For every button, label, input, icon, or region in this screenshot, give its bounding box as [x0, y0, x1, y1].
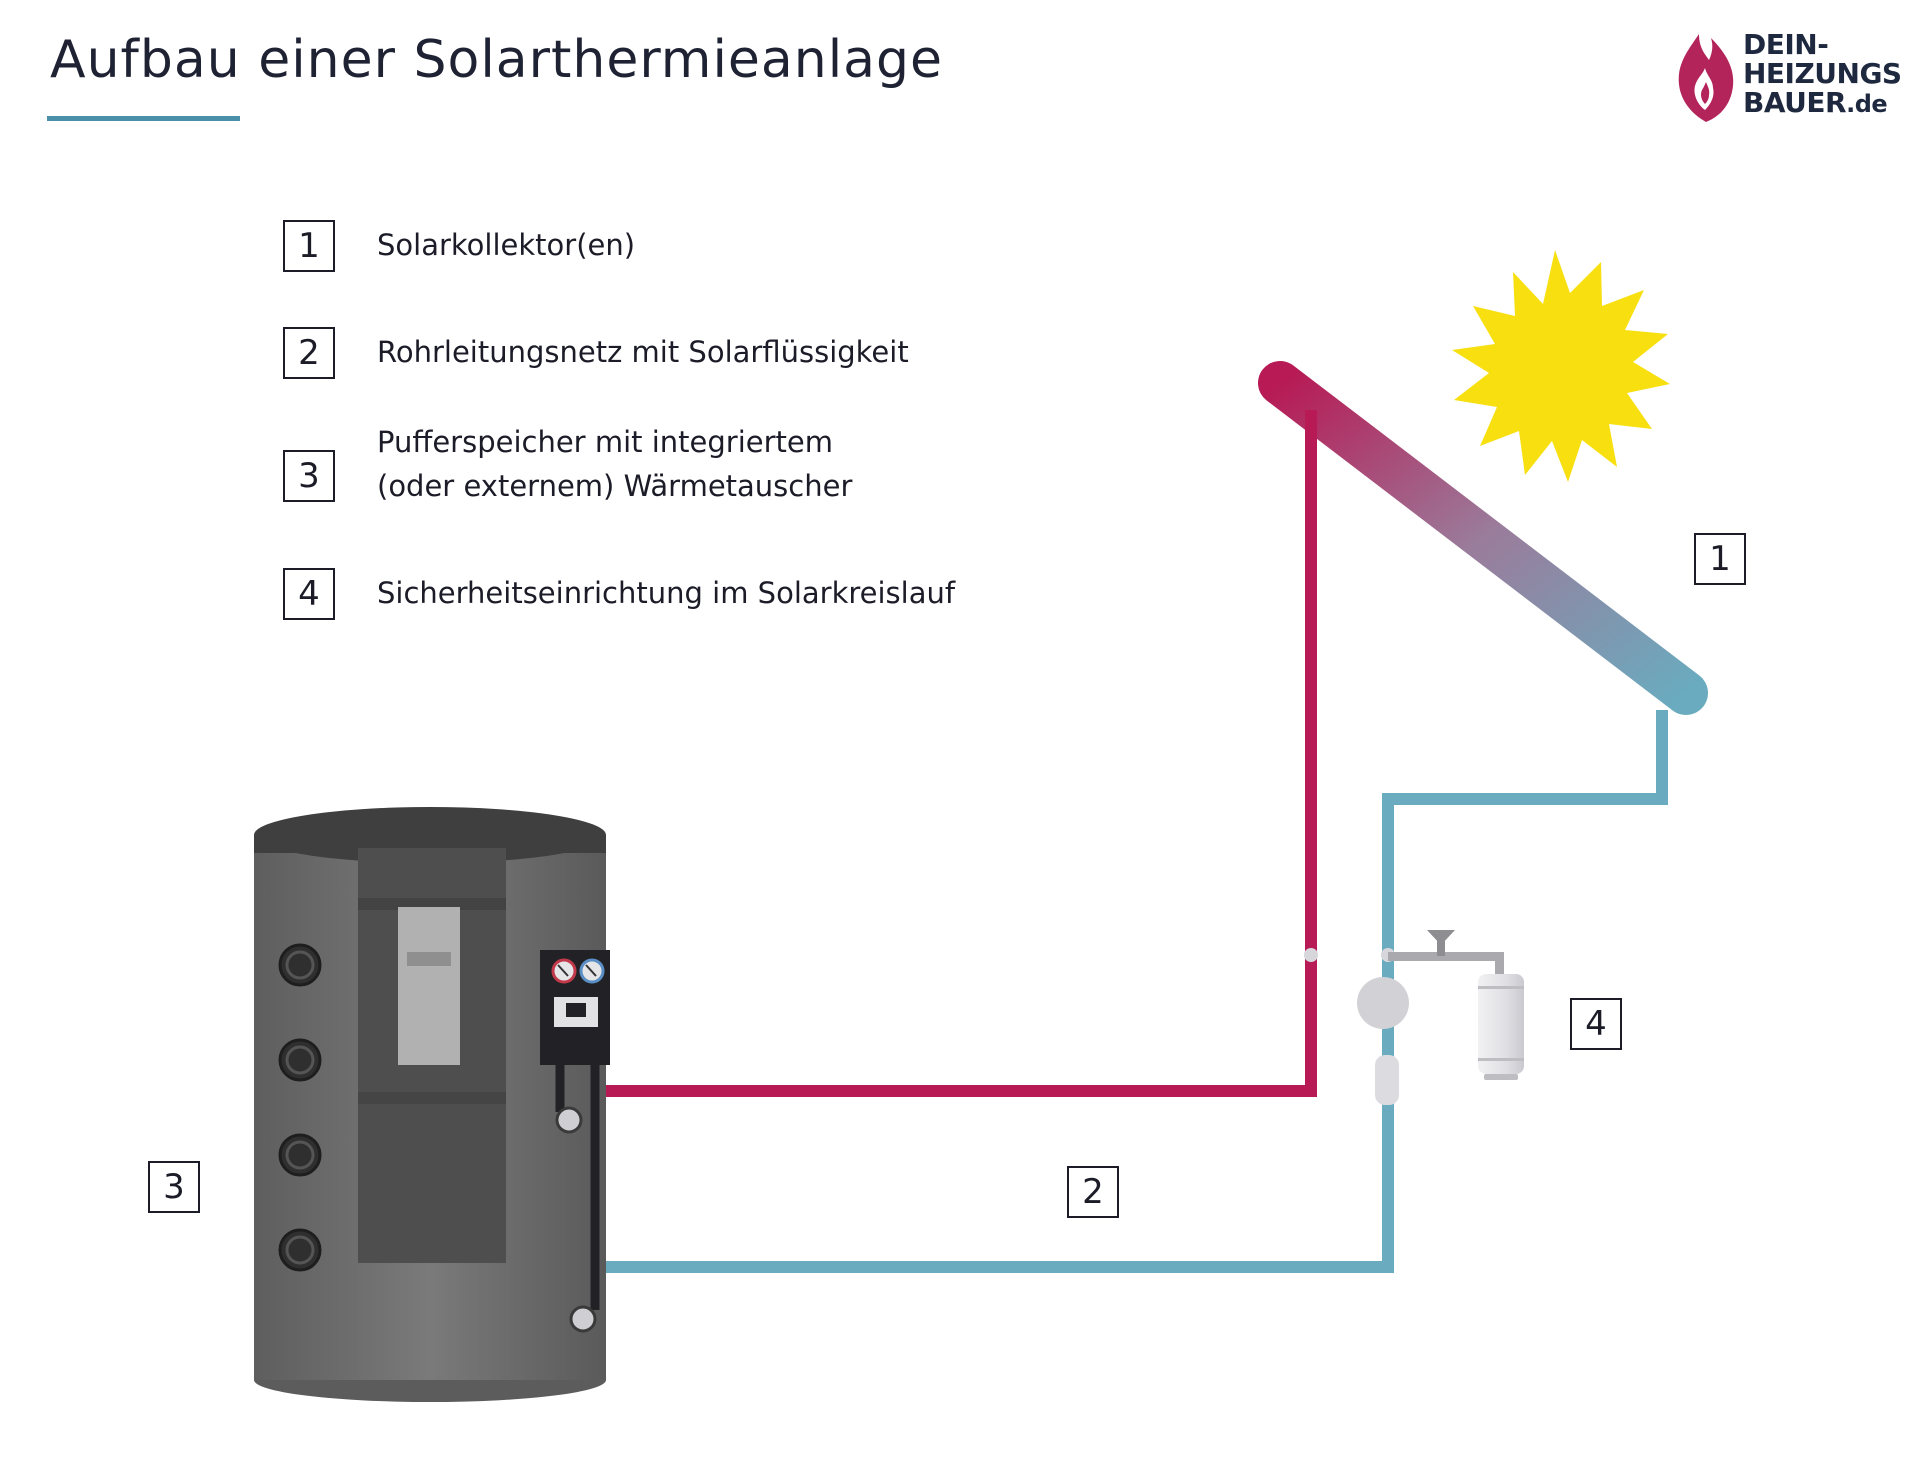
label-collector: 1: [1694, 533, 1746, 585]
legend-label-3-line-2: (oder externem) Wärmetauscher: [377, 469, 853, 503]
legend-label-4: Sicherheitseinrichtung im Solarkreislauf: [377, 571, 955, 615]
pressure-gauge-icon: [1357, 977, 1409, 1029]
legend-label-3-line-1: Pufferspeicher mit integriertem: [377, 425, 833, 459]
logo-line-1: DEIN-: [1743, 28, 1829, 61]
legend-number-2: 2: [283, 327, 335, 379]
legend-label-2-line-1: Rohrleitungsnetz mit Solarflüssigkeit: [377, 335, 909, 369]
legend-label-4-line-1: Sicherheitseinrichtung im Solarkreislauf: [377, 576, 956, 610]
label-safety: 4: [1570, 998, 1622, 1050]
flame-logo-icon: [1678, 34, 1734, 122]
logo-tld: .de: [1846, 90, 1888, 118]
solar-pump-station: [540, 950, 610, 1333]
legend-number-3: 3: [283, 450, 335, 502]
safety-device: [1357, 930, 1524, 1105]
brand-logo: DEIN- HEIZUNGS BAUER.de: [1675, 30, 1902, 125]
legend-label-1-line-1: Solarkollektor(en): [377, 228, 636, 262]
legend-number-1: 1: [283, 220, 335, 272]
legend-label-1: Solarkollektor(en): [377, 223, 635, 267]
tank-controller: [398, 907, 460, 1065]
page-title: Aufbau einer Solarthermieanlage: [50, 30, 944, 90]
legend-label-2: Rohrleitungsnetz mit Solarflüssigkeit: [377, 330, 909, 374]
logo-line-3: BAUER.de: [1743, 88, 1902, 119]
buffer-tank: [254, 807, 606, 1402]
logo-wordmark: DEIN- HEIZUNGS BAUER.de: [1743, 30, 1902, 119]
sun-core: [1504, 306, 1620, 422]
expansion-vessel-icon: [1478, 974, 1524, 1080]
solar-collector: [1258, 361, 1708, 715]
label-pipes: 2: [1067, 1166, 1119, 1218]
logo-line-2: HEIZUNGS: [1743, 57, 1902, 90]
title-underline: [47, 116, 240, 121]
sun-icon: [1452, 250, 1670, 482]
hot-pipe: [600, 410, 1318, 1097]
logo-line-3-main: BAUER: [1743, 86, 1847, 119]
safety-valve: [1375, 1055, 1399, 1105]
legend-number-4: 4: [283, 568, 335, 620]
legend-label-3: Pufferspeicher mit integriertem (oder ex…: [377, 420, 852, 508]
label-storage: 3: [148, 1161, 200, 1213]
